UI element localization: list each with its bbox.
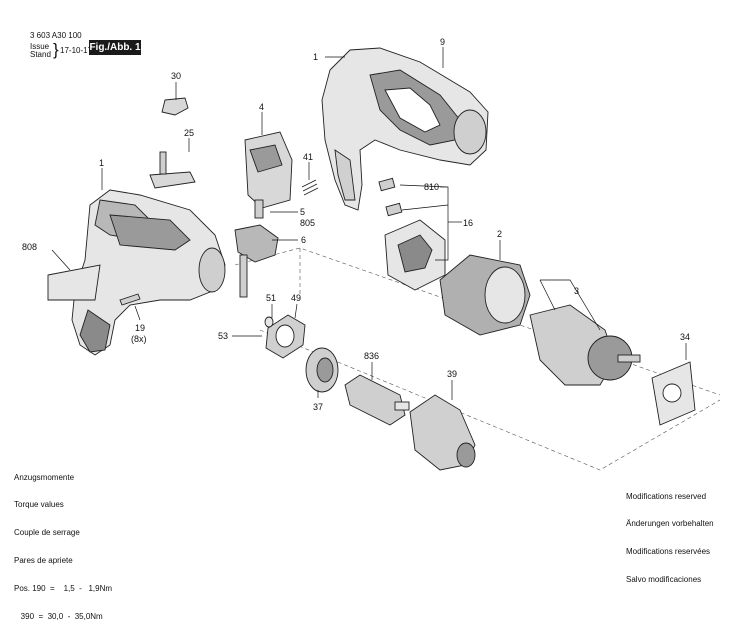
stand-label: Stand — [30, 50, 51, 59]
part-label-9: 9 — [440, 37, 445, 47]
small-clip-parts — [149, 97, 196, 189]
screw-part — [119, 293, 141, 306]
brush-parts — [378, 177, 403, 217]
part-label-4: 4 — [259, 102, 264, 112]
issue-date: 17-10-17 — [60, 46, 93, 55]
part-label-16: 16 — [463, 218, 473, 228]
spindle-part — [344, 374, 410, 426]
figure-badge: Fig./Abb. 1 — [89, 40, 141, 55]
part-label-836: 836 — [364, 351, 379, 361]
chuck-part — [409, 394, 476, 471]
cable-part — [234, 224, 279, 298]
spring-part — [301, 179, 319, 196]
part-label-30: 30 — [171, 71, 181, 81]
gear-part — [305, 347, 339, 393]
part-labels: 9 1 30 4 25 41 1 810 5 805 16 6 2 808 3 … — [22, 37, 690, 412]
plate-part — [651, 361, 696, 426]
part-label-805: 805 — [300, 218, 315, 228]
modifications-note: Modifications reserved Änderungen vorbeh… — [626, 473, 714, 594]
switch-part — [244, 131, 293, 219]
part-label-3: 3 — [574, 286, 579, 296]
torque-line: Pares de apriete — [14, 556, 73, 566]
part-label-1a: 1 — [313, 52, 318, 62]
torque-line: Pos. 190 = 1,5 - 1,9Nm — [14, 584, 113, 594]
modifications-line: Änderungen vorbehalten — [626, 519, 714, 529]
housing-half-left — [47, 189, 226, 356]
part-label-41: 41 — [303, 152, 313, 162]
armature-part — [529, 304, 641, 386]
stator-part — [439, 254, 531, 336]
part-label-2: 2 — [497, 229, 502, 239]
leader-lines — [51, 47, 687, 400]
part-label-25: 25 — [184, 128, 194, 138]
exploded-view-diagram: 9 1 30 4 25 41 1 810 5 805 16 6 2 808 3 … — [22, 37, 721, 471]
modifications-line: Modifications reservées — [626, 547, 711, 557]
header-brace: } — [53, 40, 59, 59]
part-label-34: 34 — [680, 332, 690, 342]
modifications-line: Modifications reserved — [626, 491, 707, 501]
part-label-6: 6 — [301, 235, 306, 245]
part-label-1b: 1 — [99, 158, 104, 168]
brush-holder — [384, 219, 446, 291]
document-number: 3 603 A30 100 — [30, 31, 82, 40]
torque-line: Torque values — [14, 500, 64, 510]
torque-line: 390 = 30,0 - 35,0Nm — [14, 612, 103, 622]
issue-label: Issue — [30, 42, 50, 51]
modifications-line: Salvo modificaciones — [626, 575, 702, 585]
part-label-8x: (8x) — [131, 334, 147, 344]
housing-half-top — [321, 47, 489, 211]
part-label-53: 53 — [218, 331, 228, 341]
part-label-51: 51 — [266, 293, 276, 303]
part-label-37: 37 — [313, 402, 323, 412]
part-label-808: 808 — [22, 242, 37, 252]
torque-line: Anzugsmomente — [14, 472, 75, 482]
bearing-parts — [264, 314, 306, 359]
part-label-810: 810 — [424, 182, 439, 192]
part-label-49: 49 — [291, 293, 301, 303]
part-label-19: 19 — [135, 323, 145, 333]
part-label-39: 39 — [447, 369, 457, 379]
torque-values-note: Anzugsmomente Torque values Couple de se… — [14, 454, 112, 631]
part-label-5: 5 — [300, 207, 305, 217]
